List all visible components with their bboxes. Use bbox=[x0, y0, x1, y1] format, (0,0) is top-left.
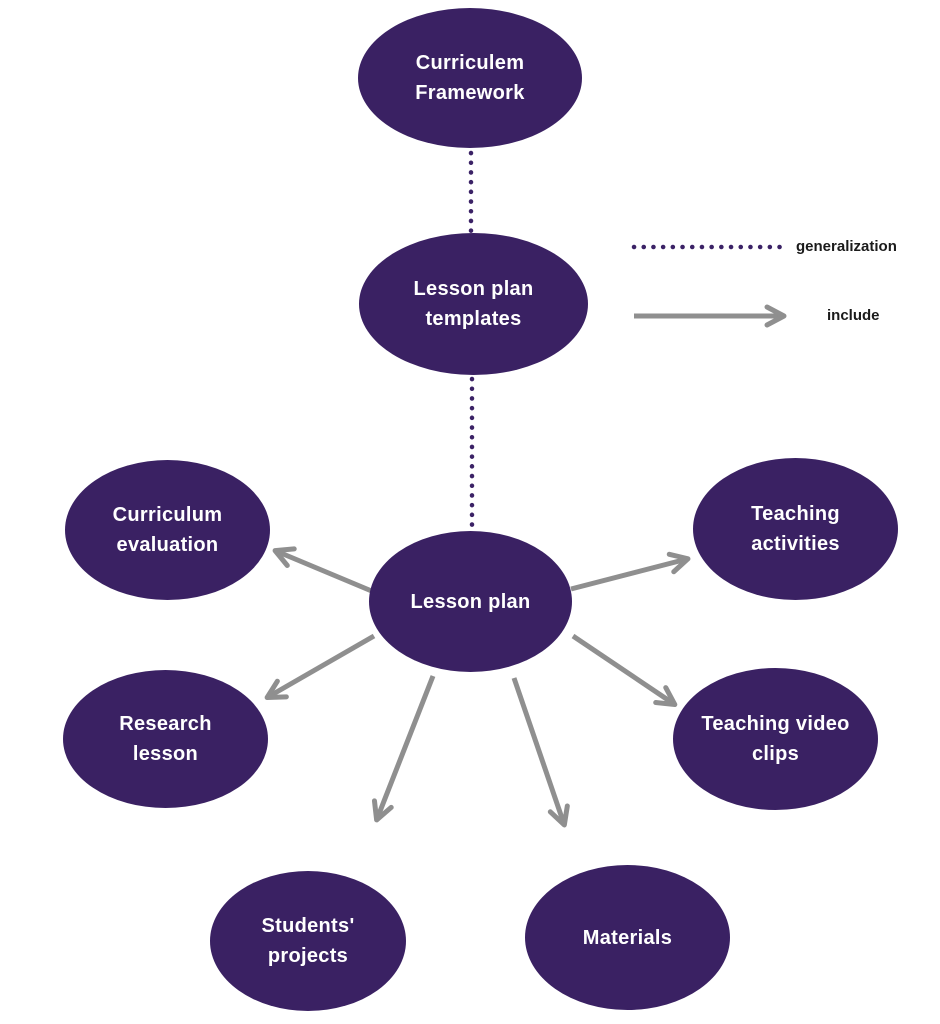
node-teaching-video-clips-label: Teaching video clips bbox=[701, 713, 850, 765]
include-arrow-research-lesson bbox=[264, 633, 376, 700]
legend-include-label: include bbox=[827, 307, 880, 324]
node-lesson-plan: Lesson plan bbox=[369, 531, 572, 672]
include-arrow-materials bbox=[511, 677, 570, 828]
node-curriculem-framework: Curriculem Framework bbox=[358, 8, 582, 148]
include-arrow-teaching-activities bbox=[570, 551, 691, 592]
node-curriculum-evaluation: Curriculum evaluation bbox=[65, 460, 270, 600]
node-lesson-plan-templates: Lesson plan templates bbox=[359, 233, 588, 375]
node-teaching-activities-label: Teaching activities bbox=[751, 503, 840, 555]
node-students-projects-label: Students' projects bbox=[261, 915, 355, 967]
include-arrow-students-projects bbox=[371, 675, 436, 823]
node-materials: Materials bbox=[525, 865, 730, 1010]
node-lesson-plan-label: Lesson plan bbox=[410, 590, 531, 613]
node-materials-label: Materials bbox=[582, 926, 673, 949]
legend-generalization-label: generalization bbox=[796, 238, 897, 255]
include-arrow-teaching-video-clips bbox=[571, 633, 678, 708]
node-curriculum-evaluation-label: Curriculum evaluation bbox=[112, 504, 223, 556]
node-research-lesson: Research lesson bbox=[63, 670, 268, 808]
node-teaching-video-clips: Teaching video clips bbox=[673, 668, 878, 810]
node-curriculem-framework-label: Curriculem Framework bbox=[415, 52, 525, 104]
include-arrow-curriculum-evaluation bbox=[272, 546, 375, 595]
node-lesson-plan-templates-label: Lesson plan templates bbox=[413, 278, 534, 330]
node-research-lesson-label: Research lesson bbox=[119, 713, 212, 765]
node-teaching-activities: Teaching activities bbox=[693, 458, 898, 600]
node-students-projects: Students' projects bbox=[210, 871, 406, 1011]
